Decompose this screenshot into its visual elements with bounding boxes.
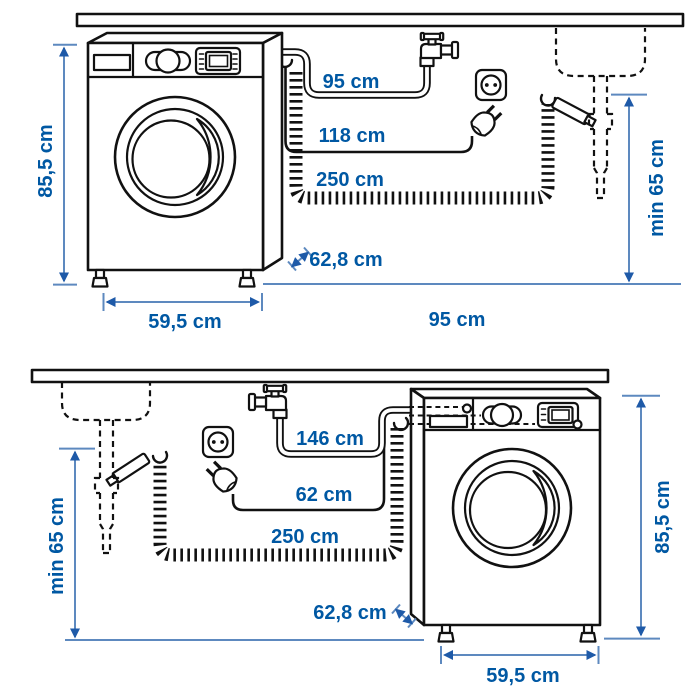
machine-width-label: 59,5 cm — [148, 311, 221, 333]
machine-depth-label: 62,8 cm — [313, 602, 386, 624]
sink-outline — [60, 382, 152, 555]
countertop — [30, 368, 610, 384]
power-cord — [284, 66, 474, 154]
machine-width-label: 59,5 cm — [486, 665, 559, 687]
dimension-lines — [59, 394, 660, 664]
power-cord-length-label: 118 cm — [319, 125, 386, 147]
power-cord — [231, 438, 386, 512]
drain-hose-length-label: 250 cm — [271, 526, 339, 548]
door-glass-highlight — [532, 469, 556, 547]
water-hose-length-label: 146 cm — [296, 428, 364, 450]
drain-hose-length-label: 250 cm — [316, 169, 384, 191]
washing-machine — [86, 31, 284, 288]
drain-min-height-label: min 65 cm — [46, 497, 68, 595]
machine-height-label: 85,5 cm — [652, 480, 674, 553]
faucet-icon — [247, 383, 288, 420]
door-glass-highlight — [195, 117, 220, 197]
water-supply-hose — [282, 48, 431, 99]
program-knob — [144, 48, 192, 74]
dimension-labels: 146 cm 62 cm 250 cm min 65 cm 62,8 cm 59… — [46, 428, 674, 687]
drain-hose-connector — [105, 452, 151, 487]
hose-end-curl — [392, 416, 410, 432]
machine-depth-label: 62,8 cm — [309, 249, 382, 271]
power-plug-icon — [205, 460, 238, 493]
detergent-drawer — [92, 53, 132, 72]
display-panel — [194, 46, 242, 76]
machine-height-label: 85,5 cm — [35, 124, 57, 197]
floor-distance-label: 95 cm — [429, 309, 486, 331]
feet — [91, 268, 256, 288]
sink-drain-pipe — [587, 76, 614, 200]
dimension-lines — [53, 43, 681, 311]
washing-machine — [409, 387, 602, 643]
door — [113, 95, 237, 219]
door — [451, 447, 573, 569]
power-outlet-icon — [474, 68, 508, 102]
water-supply-hose — [276, 406, 412, 458]
sink-drain-pipe — [93, 420, 120, 555]
power-plug-icon — [470, 104, 503, 137]
drain-min-height-label: min 65 cm — [646, 139, 668, 237]
power-outlet-icon — [201, 425, 235, 459]
program-knob — [481, 402, 523, 428]
top-diagram: 85,5 cm 95 cm 118 cm 250 cm min 65 cm 62… — [35, 12, 685, 333]
power-cord-length-label: 62 cm — [296, 484, 353, 506]
bottom-diagram: 146 cm 62 cm 250 cm min 65 cm 62,8 cm 59… — [30, 368, 674, 687]
sink-outline — [554, 28, 647, 200]
water-hose-length-label: 95 cm — [323, 71, 380, 93]
feet — [437, 623, 597, 643]
dimension-labels: 85,5 cm 95 cm 118 cm 250 cm min 65 cm 62… — [35, 71, 668, 333]
hose-end-curl — [151, 450, 169, 464]
display-panel — [536, 401, 580, 429]
drain-hose-coil — [151, 416, 410, 562]
detergent-drawer — [428, 414, 469, 429]
countertop — [75, 12, 685, 28]
faucet-icon — [419, 31, 460, 68]
